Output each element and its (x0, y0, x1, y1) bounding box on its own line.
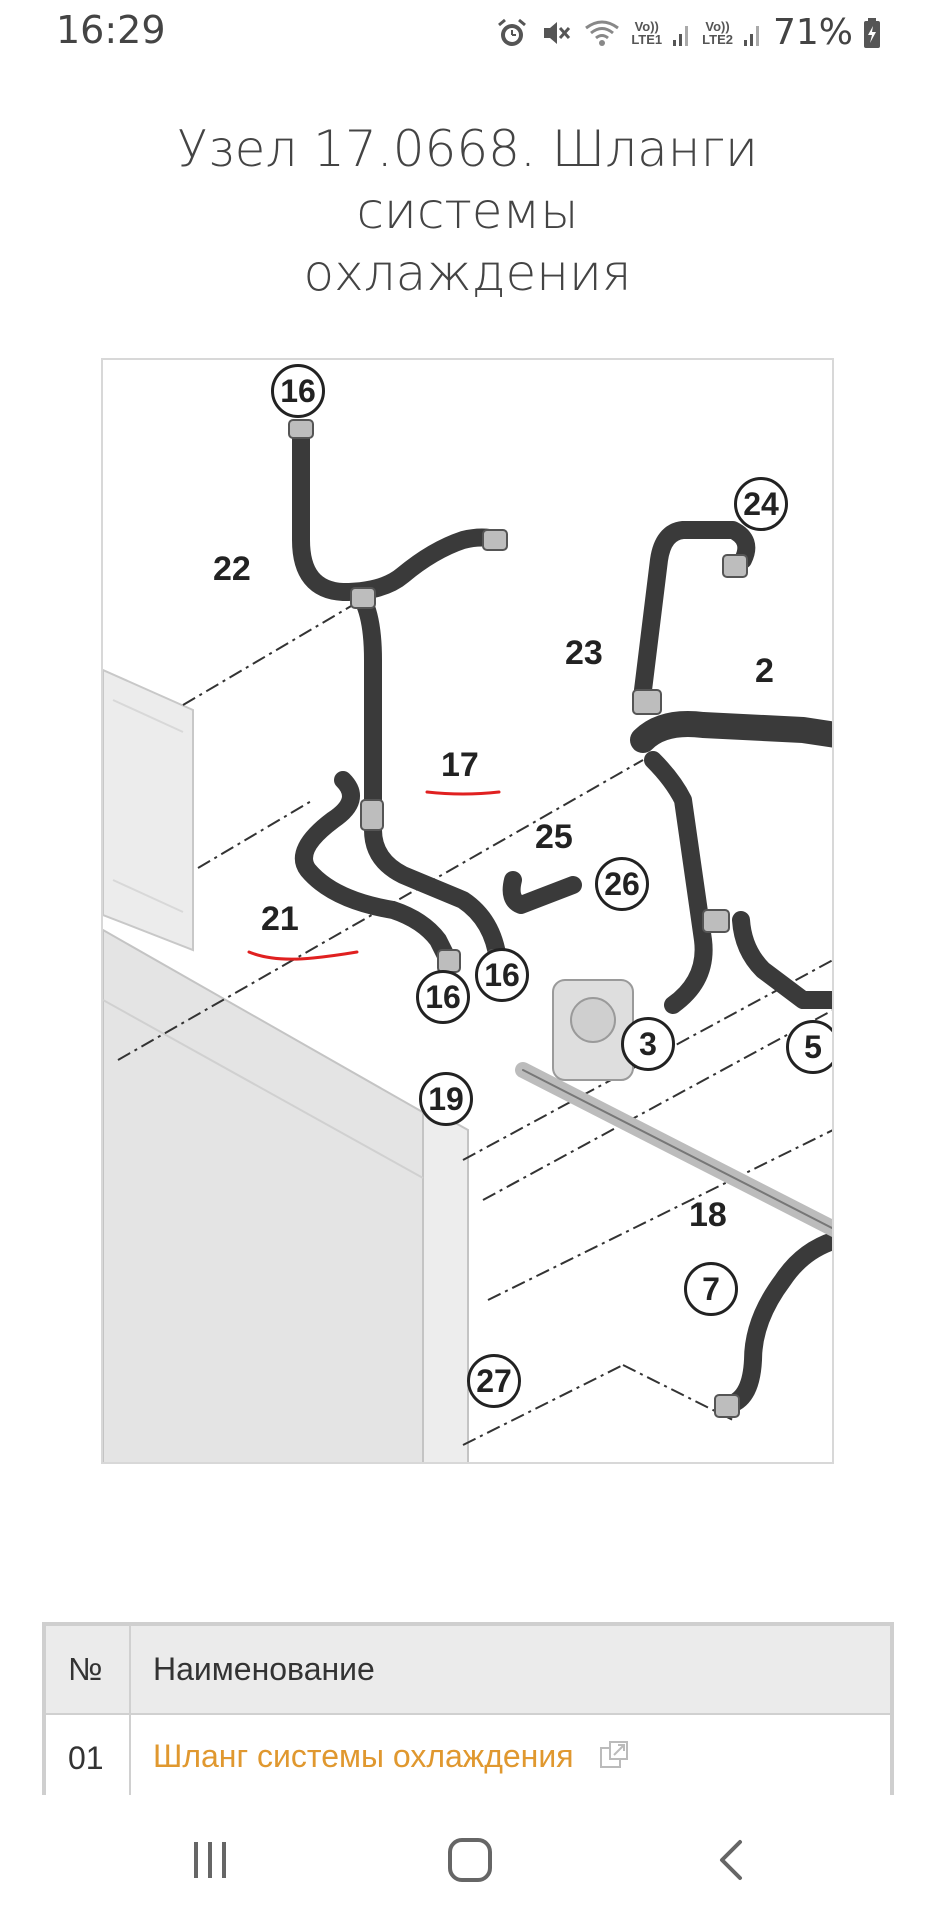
annotation-underlines (247, 790, 501, 961)
home-icon (448, 1838, 492, 1882)
table-header-num: № (43, 1623, 131, 1715)
callout-18[interactable]: 18 (689, 1196, 727, 1234)
recent-apps-icon (194, 1842, 226, 1878)
hoses (292, 419, 832, 1414)
signal-icon (672, 18, 692, 48)
home-button[interactable] (440, 1830, 500, 1890)
recent-apps-button[interactable] (180, 1830, 240, 1890)
back-icon (720, 1840, 742, 1880)
callout-2[interactable]: 2 (755, 652, 774, 690)
status-bar: 16:29 Vo)) LTE1 Vo)) LTE2 71% (0, 0, 935, 66)
sim1-label: Vo)) LTE1 (631, 18, 663, 47)
mute-icon (539, 16, 573, 50)
signal-icon (743, 18, 763, 48)
callout-24[interactable]: 24 (734, 477, 788, 531)
parts-table: № Наименование 01 Шланг системы охлажден… (42, 1622, 894, 1806)
table-row: 01 Шланг системы охлаждения (43, 1713, 893, 1805)
callout-16-top[interactable]: 16 (271, 364, 325, 418)
alarm-icon (495, 16, 529, 50)
status-icons: Vo)) LTE1 Vo)) LTE2 71% (495, 12, 881, 53)
navigation-bar (0, 1800, 935, 1920)
nav-bar-background (0, 1795, 935, 1920)
callout-26[interactable]: 26 (595, 857, 649, 911)
parts-diagram[interactable]: .co { position: absolute; font-family: "… (101, 358, 834, 1464)
table-cell-num: 01 (43, 1713, 131, 1805)
table-header-row: № Наименование (43, 1623, 893, 1715)
back-button[interactable] (702, 1830, 762, 1890)
water-pump (552, 979, 634, 1081)
callout-23[interactable]: 23 (565, 634, 603, 672)
parts-diagram-drawing (103, 419, 832, 1462)
external-link-icon[interactable] (598, 1739, 630, 1779)
callout-19[interactable]: 19 (419, 1072, 473, 1126)
callout-21[interactable]: 21 (261, 900, 299, 938)
radiator-lower (103, 928, 469, 1462)
radiator-upper (103, 668, 194, 952)
callout-5[interactable]: 5 (786, 1020, 832, 1074)
callout-27[interactable]: 27 (467, 1354, 521, 1408)
callout-17[interactable]: 17 (441, 746, 479, 784)
page-title-line2: охлаждения (303, 244, 632, 302)
part-link[interactable]: Шланг системы охлаждения (153, 1738, 574, 1775)
callout-25[interactable]: 25 (535, 818, 573, 856)
callout-16-left[interactable]: 16 (416, 970, 470, 1024)
battery-icon (863, 17, 881, 49)
wifi-icon (583, 16, 621, 50)
table-header-name: Наименование (129, 1623, 893, 1715)
page-title: Узел 17.0668. Шланги системы охлаждения (60, 118, 875, 304)
table-cell-name: Шланг системы охлаждения (129, 1713, 893, 1805)
sim2-label: Vo)) LTE2 (702, 18, 733, 47)
page-title-line1: Узел 17.0668. Шланги системы (177, 120, 758, 240)
callout-3[interactable]: 3 (621, 1017, 675, 1071)
callout-22[interactable]: 22 (213, 550, 251, 588)
battery-percent: 71% (772, 12, 853, 53)
callout-7[interactable]: 7 (684, 1262, 738, 1316)
callout-16-right[interactable]: 16 (475, 948, 529, 1002)
status-time: 16:29 (56, 8, 166, 52)
